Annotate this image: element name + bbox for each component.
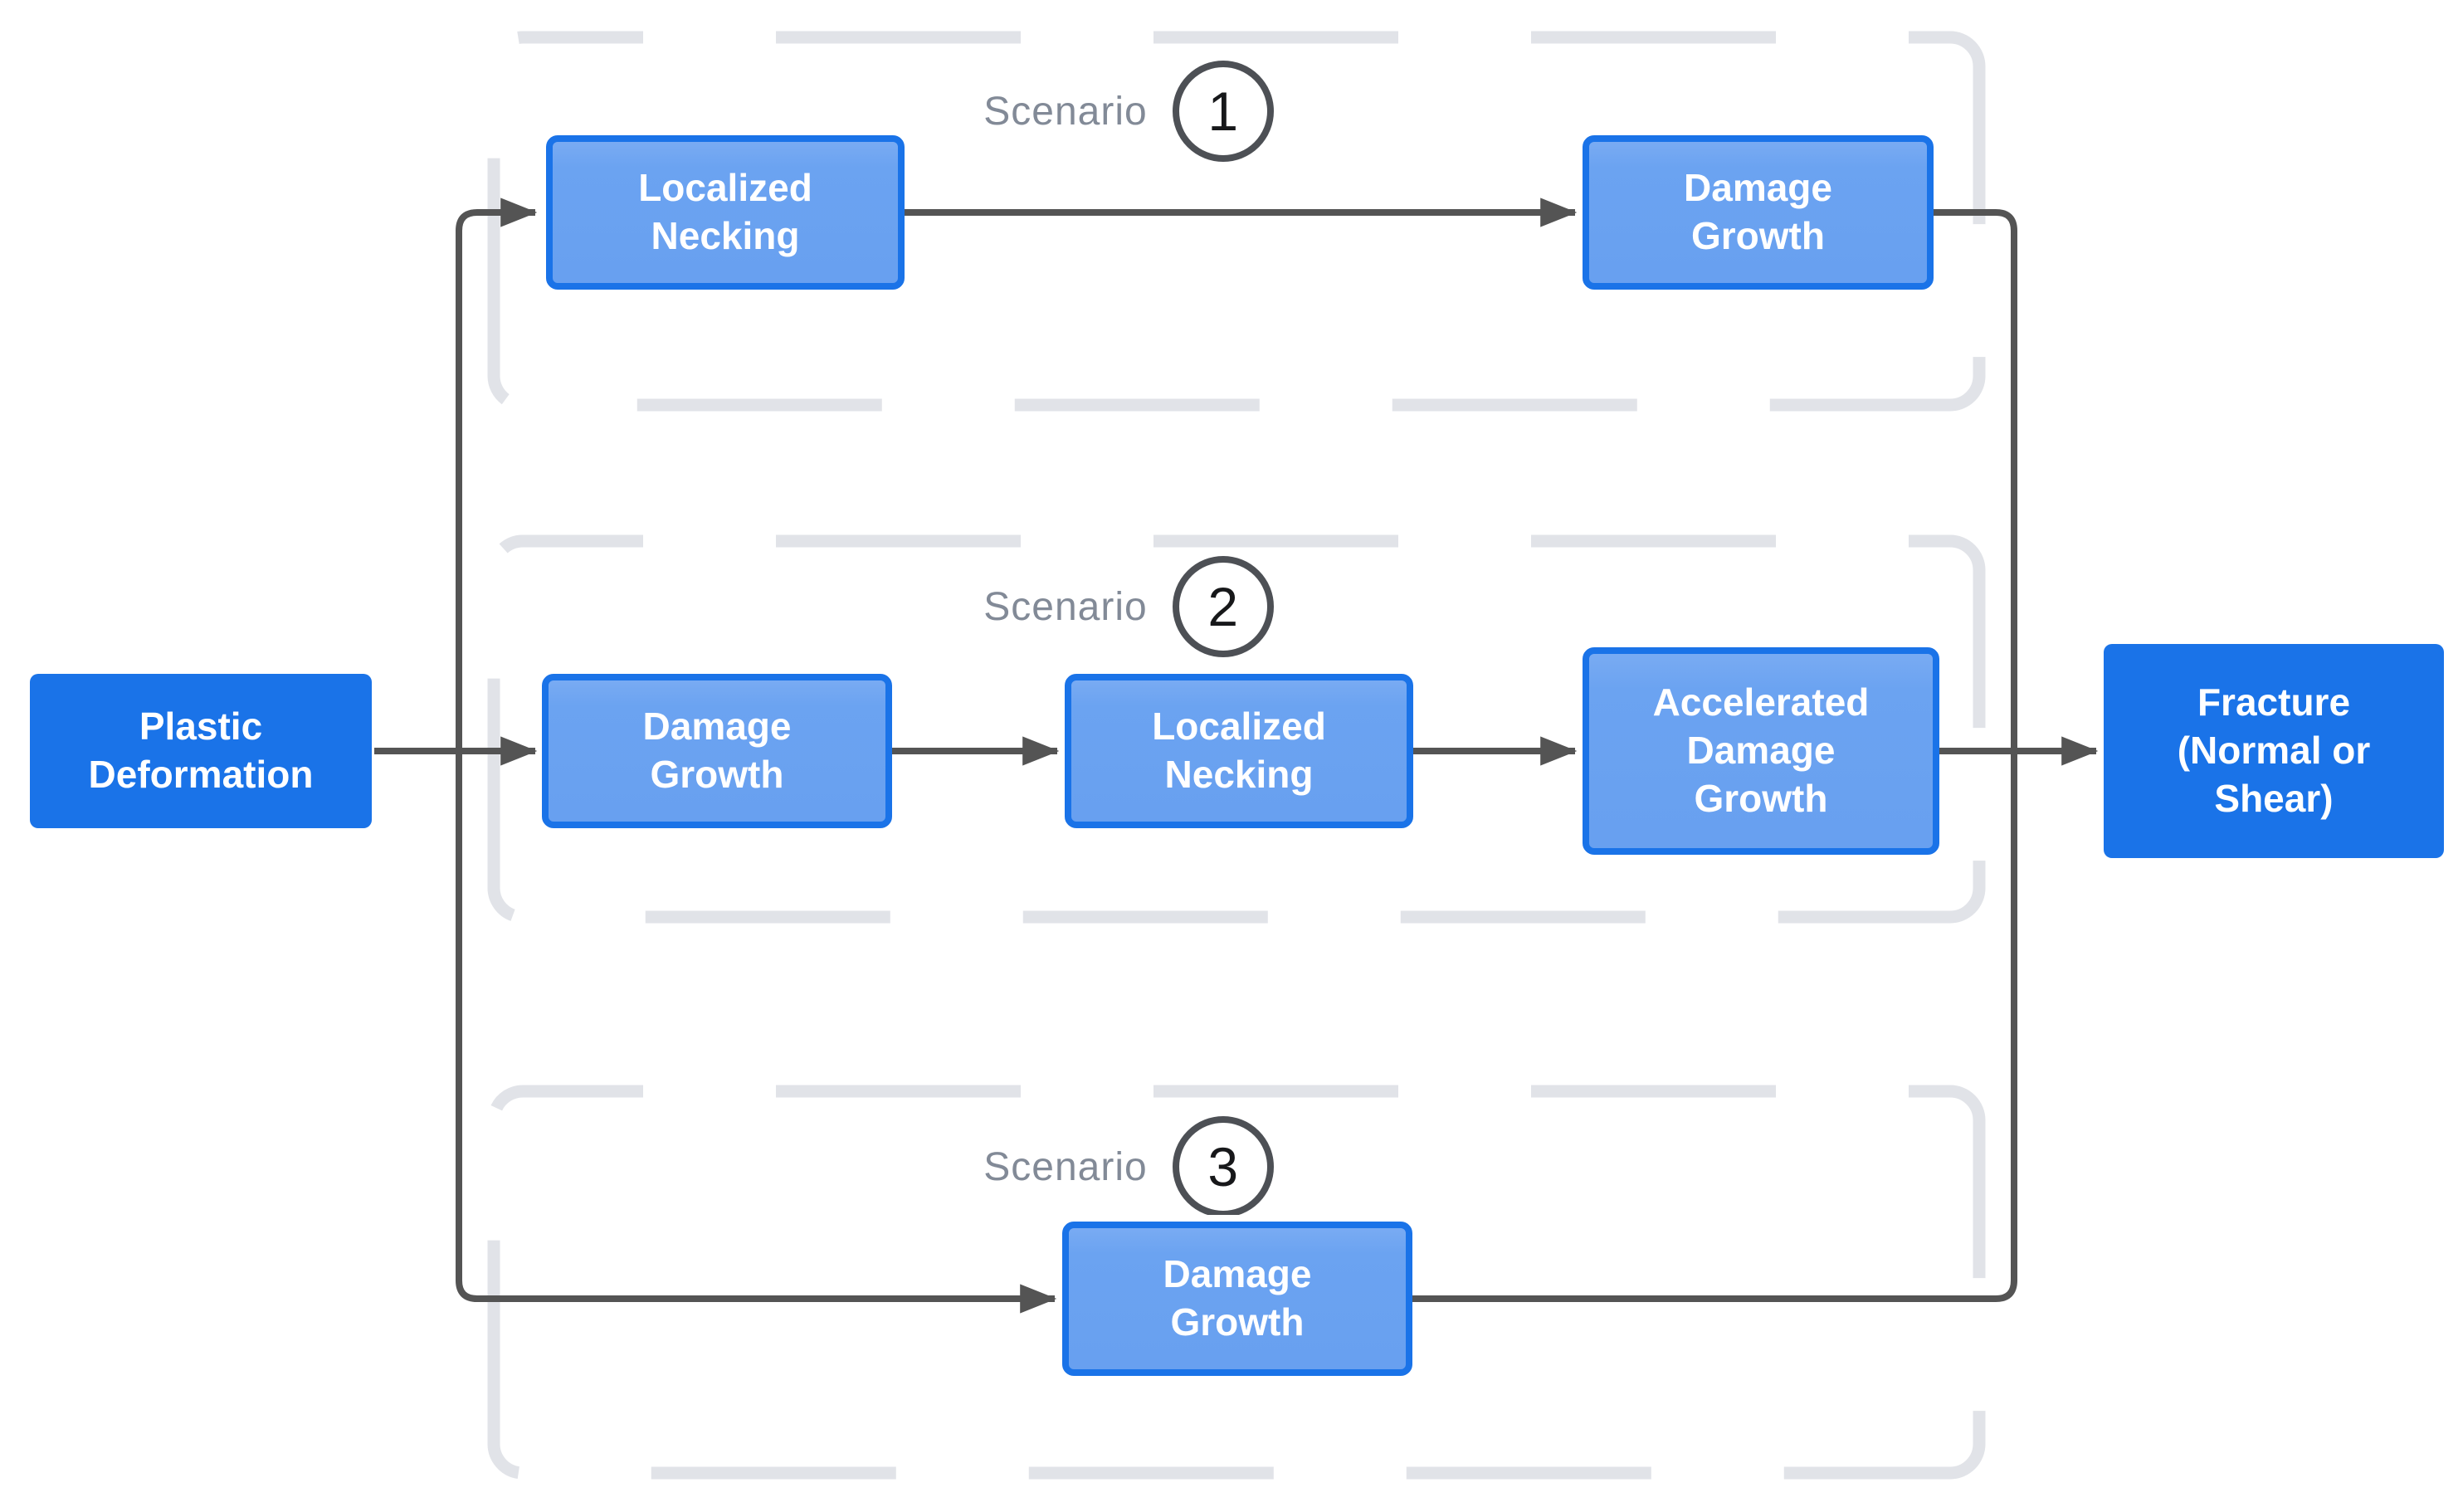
scenario-2-label-group: Scenario 2	[880, 556, 1378, 657]
scenario-3-label-group: Scenario 3	[880, 1116, 1378, 1217]
node-scenario2-accelerated-damage-growth: Accelerated Damage Growth	[1583, 647, 1939, 855]
scenario-1-label-group: Scenario 1	[880, 61, 1378, 162]
scenario-3-label-text: Scenario	[983, 1144, 1148, 1189]
scenario-3-number-badge: 3	[1172, 1116, 1274, 1217]
node-scenario2-damage-growth: Damage Growth	[542, 674, 892, 828]
node-scenario1-localized-necking: Localized Necking	[546, 135, 905, 290]
node-plastic-deformation: Plastic Deformation	[30, 674, 372, 828]
node-scenario2-localized-necking: Localized Necking	[1065, 674, 1413, 828]
scenario-2-label-text: Scenario	[983, 584, 1148, 629]
scenario-1-label-text: Scenario	[983, 89, 1148, 134]
scenario-1-number-badge: 1	[1172, 61, 1274, 162]
connector-scenario1-to-merge	[1934, 209, 2017, 751]
arrow-branch-to-scenario1	[456, 198, 538, 751]
node-scenario3-damage-growth: Damage Growth	[1062, 1222, 1412, 1376]
scenario-2-number-badge: 2	[1172, 556, 1274, 657]
node-fracture: Fracture (Normal or Shear)	[2104, 644, 2444, 858]
node-scenario1-damage-growth: Damage Growth	[1583, 135, 1934, 290]
